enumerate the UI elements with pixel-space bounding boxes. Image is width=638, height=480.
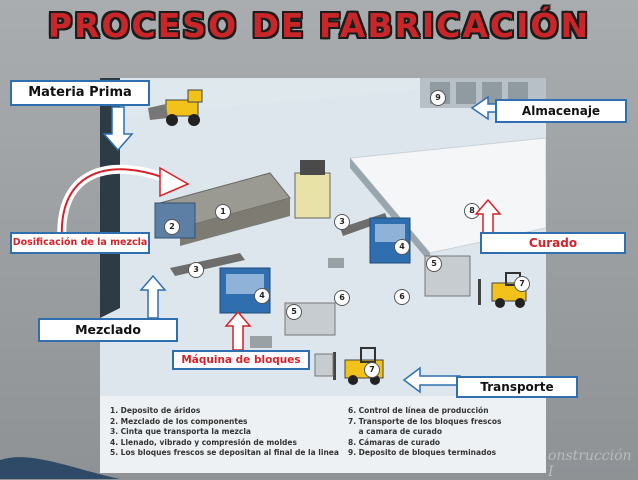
label-mezclado: Mezclado <box>38 318 178 342</box>
step-number: 7 <box>364 362 380 378</box>
page-title: PROCESO DE FABRICACIÓN <box>47 6 591 45</box>
legend-item: 3. Cinta que transporta la mezcla <box>110 427 251 436</box>
label-almacenaje: Almacenaje <box>495 99 627 123</box>
factory-illustration: 1 2 3 3 4 4 5 5 6 6 7 7 8 9 1. Deposito … <box>100 78 546 473</box>
legend-item: 8. Cámaras de curado <box>348 437 441 447</box>
legend-left-column: 1. Deposito de áridos 2. Mezclado de los… <box>110 406 339 459</box>
step-number: 4 <box>254 288 270 304</box>
legend-item: 6. Control de línea de producción <box>348 406 489 415</box>
step-number: 8 <box>464 203 480 219</box>
step-number: 6 <box>394 289 410 305</box>
step-number: 7 <box>514 276 530 292</box>
watermark-text: onstrucción I <box>548 448 632 480</box>
decorative-swoosh <box>0 457 120 479</box>
label-dosificacion: Dosificación de la mezcla <box>10 232 150 254</box>
step-number: 4 <box>394 239 410 255</box>
legend-item: a camara de curado <box>348 427 443 436</box>
legend-right-column: 6. Control de línea de producción 7. Tra… <box>348 406 501 459</box>
legend-item: 9. Deposito de bloques terminados <box>348 448 497 457</box>
step-number: 3 <box>188 262 204 278</box>
step-number: 3 <box>334 214 350 230</box>
step-number: 5 <box>426 256 442 272</box>
legend-item: 7. Transporte de los bloques frescos <box>348 416 502 426</box>
process-legend: 1. Deposito de áridos 2. Mezclado de los… <box>100 396 546 473</box>
label-maquina-bloques: Máquina de bloques <box>172 350 310 370</box>
label-curado: Curado <box>480 232 626 254</box>
legend-item: 4. Llenado, vibrado y compresión de mold… <box>110 437 297 447</box>
step-number: 1 <box>215 204 231 220</box>
step-number: 6 <box>334 290 350 306</box>
step-number: 9 <box>430 90 446 106</box>
step-number: 2 <box>164 219 180 235</box>
legend-item: 1. Deposito de áridos <box>110 406 201 415</box>
legend-item: 2. Mezclado de los componentes <box>110 416 248 426</box>
label-materia-prima: Materia Prima <box>10 80 150 106</box>
legend-item: 5. Los bloques frescos se depositan al f… <box>110 448 339 457</box>
step-number: 5 <box>286 304 302 320</box>
label-transporte: Transporte <box>456 376 578 398</box>
